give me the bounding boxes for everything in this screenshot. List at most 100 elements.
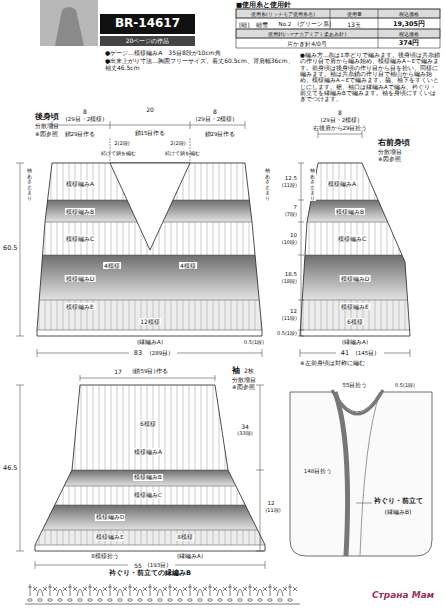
- chart-symbol: [108, 599, 112, 602]
- chart-symbol: [233, 587, 237, 591]
- chart-symbol: [163, 587, 167, 591]
- chart-symbol: [208, 587, 212, 588]
- vertical-note: 袖あき止まり: [27, 168, 32, 201]
- label: 鎖29目作る: [205, 131, 236, 138]
- chart-symbol: [198, 599, 202, 602]
- label: 片かぎ針4/0号: [287, 40, 327, 47]
- label: 模様編みA: [327, 180, 357, 187]
- chart-symbol: [213, 587, 217, 591]
- chart-symbol: [177, 589, 183, 596]
- chart-symbol: [50, 584, 51, 596]
- label: 2(2段): [114, 140, 129, 146]
- chart-symbol: [237, 589, 243, 596]
- chart-symbol: [217, 589, 223, 596]
- chart-symbol: [210, 584, 211, 596]
- sleeve-dimension-lines: [16, 375, 265, 569]
- chart-symbol: [68, 599, 72, 602]
- chart-symbol: [288, 587, 292, 588]
- label: ●出来上がり寸法…胸囲フリーサイズ、着丈60.5cm、背肩幅36cm、袖丈46.…: [105, 58, 295, 72]
- chart-symbol: [63, 587, 67, 591]
- label: 使用針(ハマナカアミアミ柔あみ針): [268, 31, 347, 37]
- chart-symbol: [148, 587, 152, 588]
- chart-symbol: [123, 587, 127, 591]
- chart-symbol: [243, 587, 247, 591]
- label: (縁編みA): [342, 339, 368, 346]
- chart-symbol: [263, 587, 267, 591]
- label: 55: [134, 562, 142, 569]
- label: 18.5: [285, 271, 297, 278]
- label: (11段): [265, 507, 280, 513]
- chart-symbol: [193, 587, 197, 591]
- label: ●編み方…糸は1本どりで編みます。後身頃は共糸鎖の作り目で肩から編み始め、模様編…: [300, 52, 440, 103]
- chart-symbol: [188, 587, 192, 588]
- chart-symbol: [88, 599, 92, 602]
- label: 右前身頃: [378, 138, 410, 148]
- label: ●ゲージ…模様編みA 35目8段が10cm角: [105, 50, 295, 57]
- label: 8模様: [176, 534, 194, 541]
- back-body-bands: [30, 163, 270, 336]
- label: 模様編みB: [335, 208, 365, 215]
- label: 模様編みD: [65, 275, 96, 282]
- chart-symbol: [53, 587, 57, 591]
- label: ※図参照: [35, 131, 58, 138]
- chart-symbol: [113, 587, 117, 591]
- chart-symbol: [218, 599, 222, 602]
- label: 使用糸(リッチモア使用糸名): [251, 11, 315, 17]
- label: 分散増目: [378, 149, 402, 156]
- chart-symbol: [128, 599, 132, 602]
- node-text: 20ページの作品: [126, 38, 170, 45]
- chart-symbol: [168, 599, 172, 602]
- label: 60.5: [3, 245, 17, 253]
- chart-symbol: [83, 587, 87, 591]
- chart-symbol: [153, 587, 157, 591]
- label: 20: [146, 106, 154, 113]
- chart-symbol: [163, 587, 167, 591]
- label: 模様編みC: [133, 492, 163, 499]
- label: 2枚: [244, 367, 254, 374]
- front-dimension-lines: [298, 130, 410, 357]
- chart-symbol: [173, 587, 177, 591]
- label: (縁編みB): [385, 508, 412, 515]
- chart-symbol: [48, 599, 52, 602]
- chart-symbol: [183, 587, 187, 591]
- label: 分散増目: [35, 123, 59, 130]
- label: (鎖59目)作る: [132, 368, 167, 375]
- chart-symbol: [38, 599, 42, 602]
- chart-symbol: [117, 589, 123, 596]
- chart-symbol: [277, 589, 283, 596]
- chart-symbol: [148, 599, 152, 602]
- chart-symbol: [157, 589, 163, 596]
- photo-figure: [55, 7, 84, 46]
- chart-symbol: [137, 589, 143, 596]
- chart-symbol: [273, 587, 277, 591]
- chart-symbol: [230, 584, 231, 596]
- label: 右後肩から29目拾う: [313, 125, 368, 132]
- label: 模様編みE: [340, 303, 370, 310]
- sleeve-bands: [30, 385, 270, 551]
- chart-symbol: [243, 587, 247, 591]
- chart-symbol: [250, 584, 251, 596]
- chart-symbol: [37, 589, 43, 596]
- yarn-table: [236, 9, 440, 48]
- label: 12模様: [139, 318, 161, 325]
- chart-symbol: [93, 587, 97, 591]
- label: (縁編みA): [137, 339, 163, 346]
- chart-symbol: [170, 584, 171, 596]
- label: 続けて鎖を編む: [101, 150, 136, 156]
- label: (11段): [282, 182, 297, 188]
- chart-symbol: [73, 587, 77, 591]
- label: 税込価格: [399, 31, 419, 37]
- label: (29目・2模様): [196, 116, 235, 123]
- label: 17: [114, 368, 122, 375]
- chart-symbol: [113, 587, 117, 591]
- chart-symbol: [28, 599, 32, 602]
- label: (11段): [282, 315, 297, 321]
- node-text: BR-14617: [115, 17, 180, 30]
- chart-symbol: [133, 587, 137, 591]
- label: (29目・2模様): [66, 116, 105, 123]
- chart-symbol: [183, 587, 187, 591]
- label: 模様編みA: [65, 180, 95, 187]
- chart-symbol: [150, 584, 151, 596]
- chart-symbol: [278, 599, 282, 602]
